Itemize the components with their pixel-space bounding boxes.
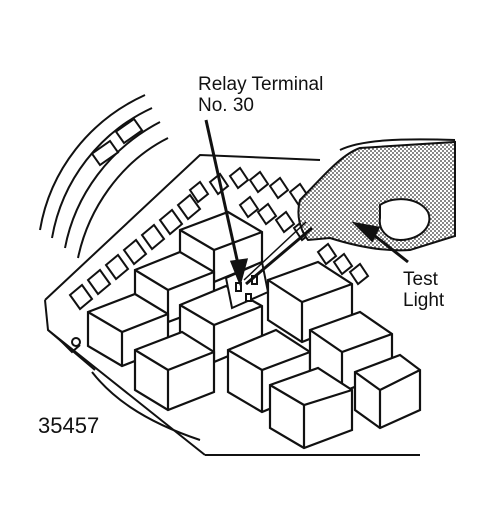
figure-number: 35457 xyxy=(38,413,100,438)
relay-block xyxy=(353,353,422,430)
test-light-probe xyxy=(243,221,313,286)
connector-tab xyxy=(90,117,144,167)
relay-block xyxy=(268,366,354,450)
test-light-label-line2: Light xyxy=(403,290,445,311)
relay-box-base xyxy=(44,153,420,456)
test-light-arrow xyxy=(369,230,409,264)
relay-block xyxy=(133,330,216,412)
relay-terminal-label-line1: Relay Terminal xyxy=(198,74,324,95)
relay-terminal-label: Relay Terminal No. 30 xyxy=(198,74,323,116)
fuse-clip-row-left xyxy=(68,193,202,311)
hand-with-test-light xyxy=(297,138,456,252)
fuse-clip-row-back xyxy=(188,166,314,242)
test-light-label: Test Light xyxy=(403,269,444,311)
relay-terminal-label-line2: No. 30 xyxy=(198,95,254,116)
relay-terminal-arrow xyxy=(204,119,240,265)
housing-outline xyxy=(39,94,169,259)
test-light-label-line1: Test xyxy=(403,269,438,290)
callout-arrows xyxy=(204,119,409,287)
